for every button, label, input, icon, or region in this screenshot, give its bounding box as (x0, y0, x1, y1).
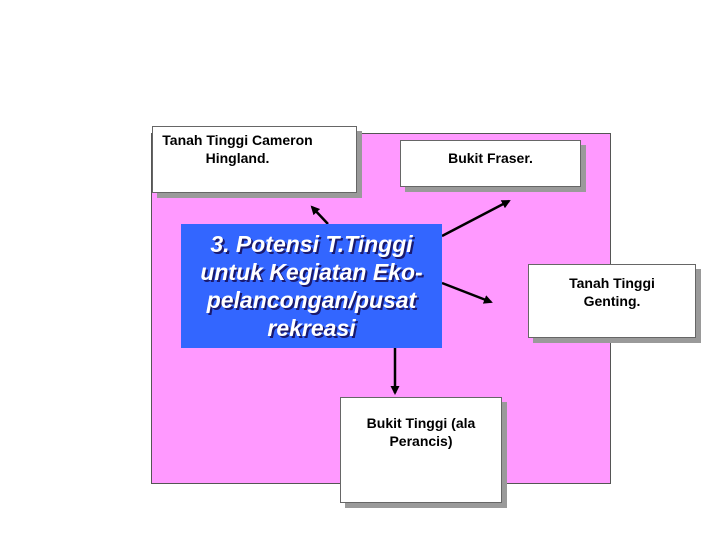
arrow-to-fraser (441, 199, 511, 238)
fraser-label: Bukit Fraser. (448, 150, 533, 166)
bukit-tinggi-label: Bukit Tinggi (ala Perancis) (366, 415, 476, 449)
central-topic-box: 3. Potensi T.Tinggi untuk Kegiatan Eko-p… (181, 224, 442, 348)
cameron-box: Tanah Tinggi Cameron Hingland. (152, 126, 357, 193)
cameron-label: Tanah Tinggi Cameron Hingland. (162, 132, 313, 166)
genting-label: Tanah Tinggi Genting. (569, 275, 655, 309)
arrow-to-cameron (310, 205, 329, 225)
genting-box: Tanah Tinggi Genting. (528, 264, 696, 338)
fraser-box: Bukit Fraser. (400, 140, 581, 187)
bukit-tinggi-box: Bukit Tinggi (ala Perancis) (340, 397, 502, 503)
arrow-to-genting (441, 281, 493, 304)
central-topic-label: 3. Potensi T.Tinggi untuk Kegiatan Eko-p… (200, 231, 423, 341)
